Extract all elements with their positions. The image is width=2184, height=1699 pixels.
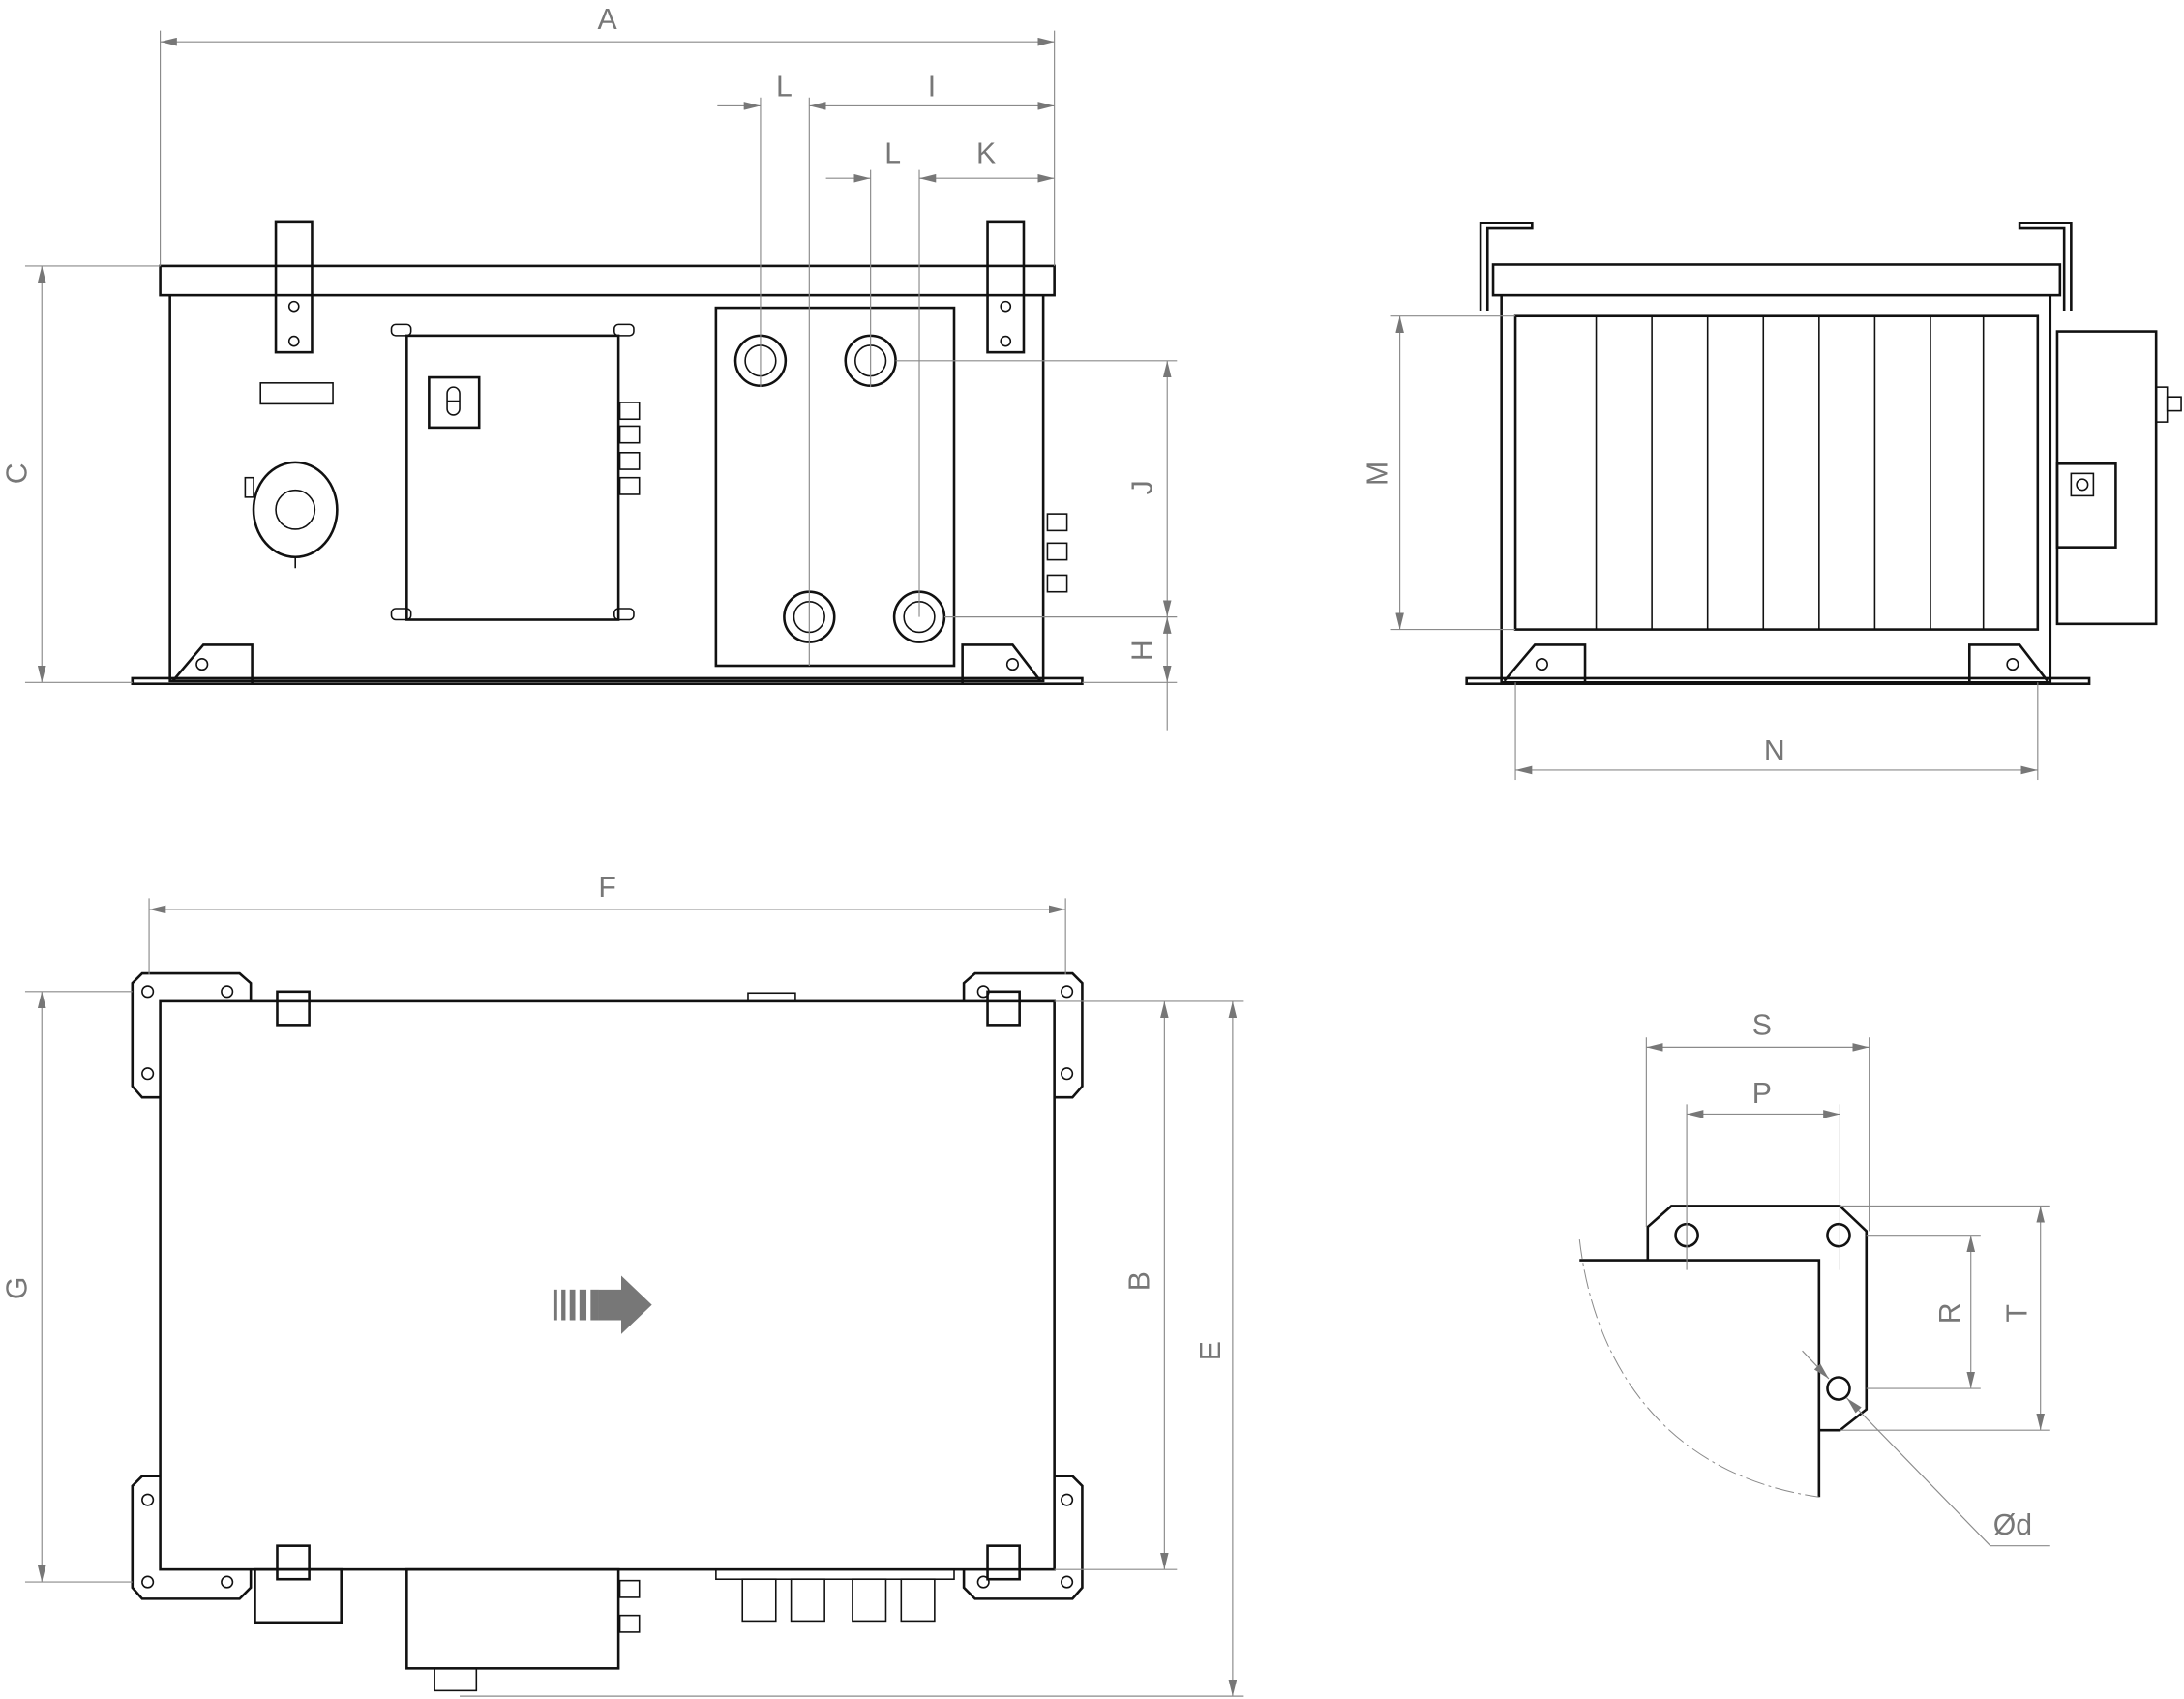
- dim-K: K: [976, 137, 996, 169]
- dim-B: B: [1124, 1271, 1156, 1291]
- dim-N: N: [1764, 735, 1785, 767]
- dim-L: L: [884, 137, 901, 169]
- dim-R: R: [1934, 1302, 1966, 1324]
- motor: [244, 382, 339, 569]
- dim-P: P: [1752, 1078, 1772, 1110]
- dim-H: H: [1126, 640, 1158, 661]
- coil-connection-panel: [714, 306, 956, 668]
- control-box: [390, 323, 641, 621]
- lifting-bracket: [274, 220, 1026, 354]
- dim-T: T: [2001, 1304, 2033, 1322]
- dim-S: S: [1752, 1009, 1772, 1041]
- top-view: F G B E: [1, 872, 1244, 1697]
- dim-A: A: [598, 4, 618, 36]
- motor-housing: [2055, 330, 2182, 626]
- dim-L: L: [776, 71, 793, 103]
- dim-G: G: [1, 1277, 33, 1300]
- foot-detail-view: S P R T Ød: [1578, 1009, 2050, 1547]
- airflow-arrow-icon: [553, 1275, 652, 1334]
- front-view: A L I L K C J H: [1, 4, 1178, 731]
- side-view: M N: [1362, 221, 2182, 781]
- dim-I: I: [928, 71, 936, 103]
- dim-M: M: [1362, 462, 1394, 486]
- dim-J: J: [1126, 480, 1158, 494]
- dim-hole-diameter: Ød: [1993, 1509, 2032, 1541]
- dim-F: F: [598, 872, 615, 904]
- dim-E: E: [1195, 1341, 1227, 1360]
- corner-brackets: [131, 971, 1084, 1600]
- dim-C: C: [1, 462, 33, 484]
- mounting-foot: [171, 643, 1042, 684]
- coil-face: [1513, 314, 2040, 631]
